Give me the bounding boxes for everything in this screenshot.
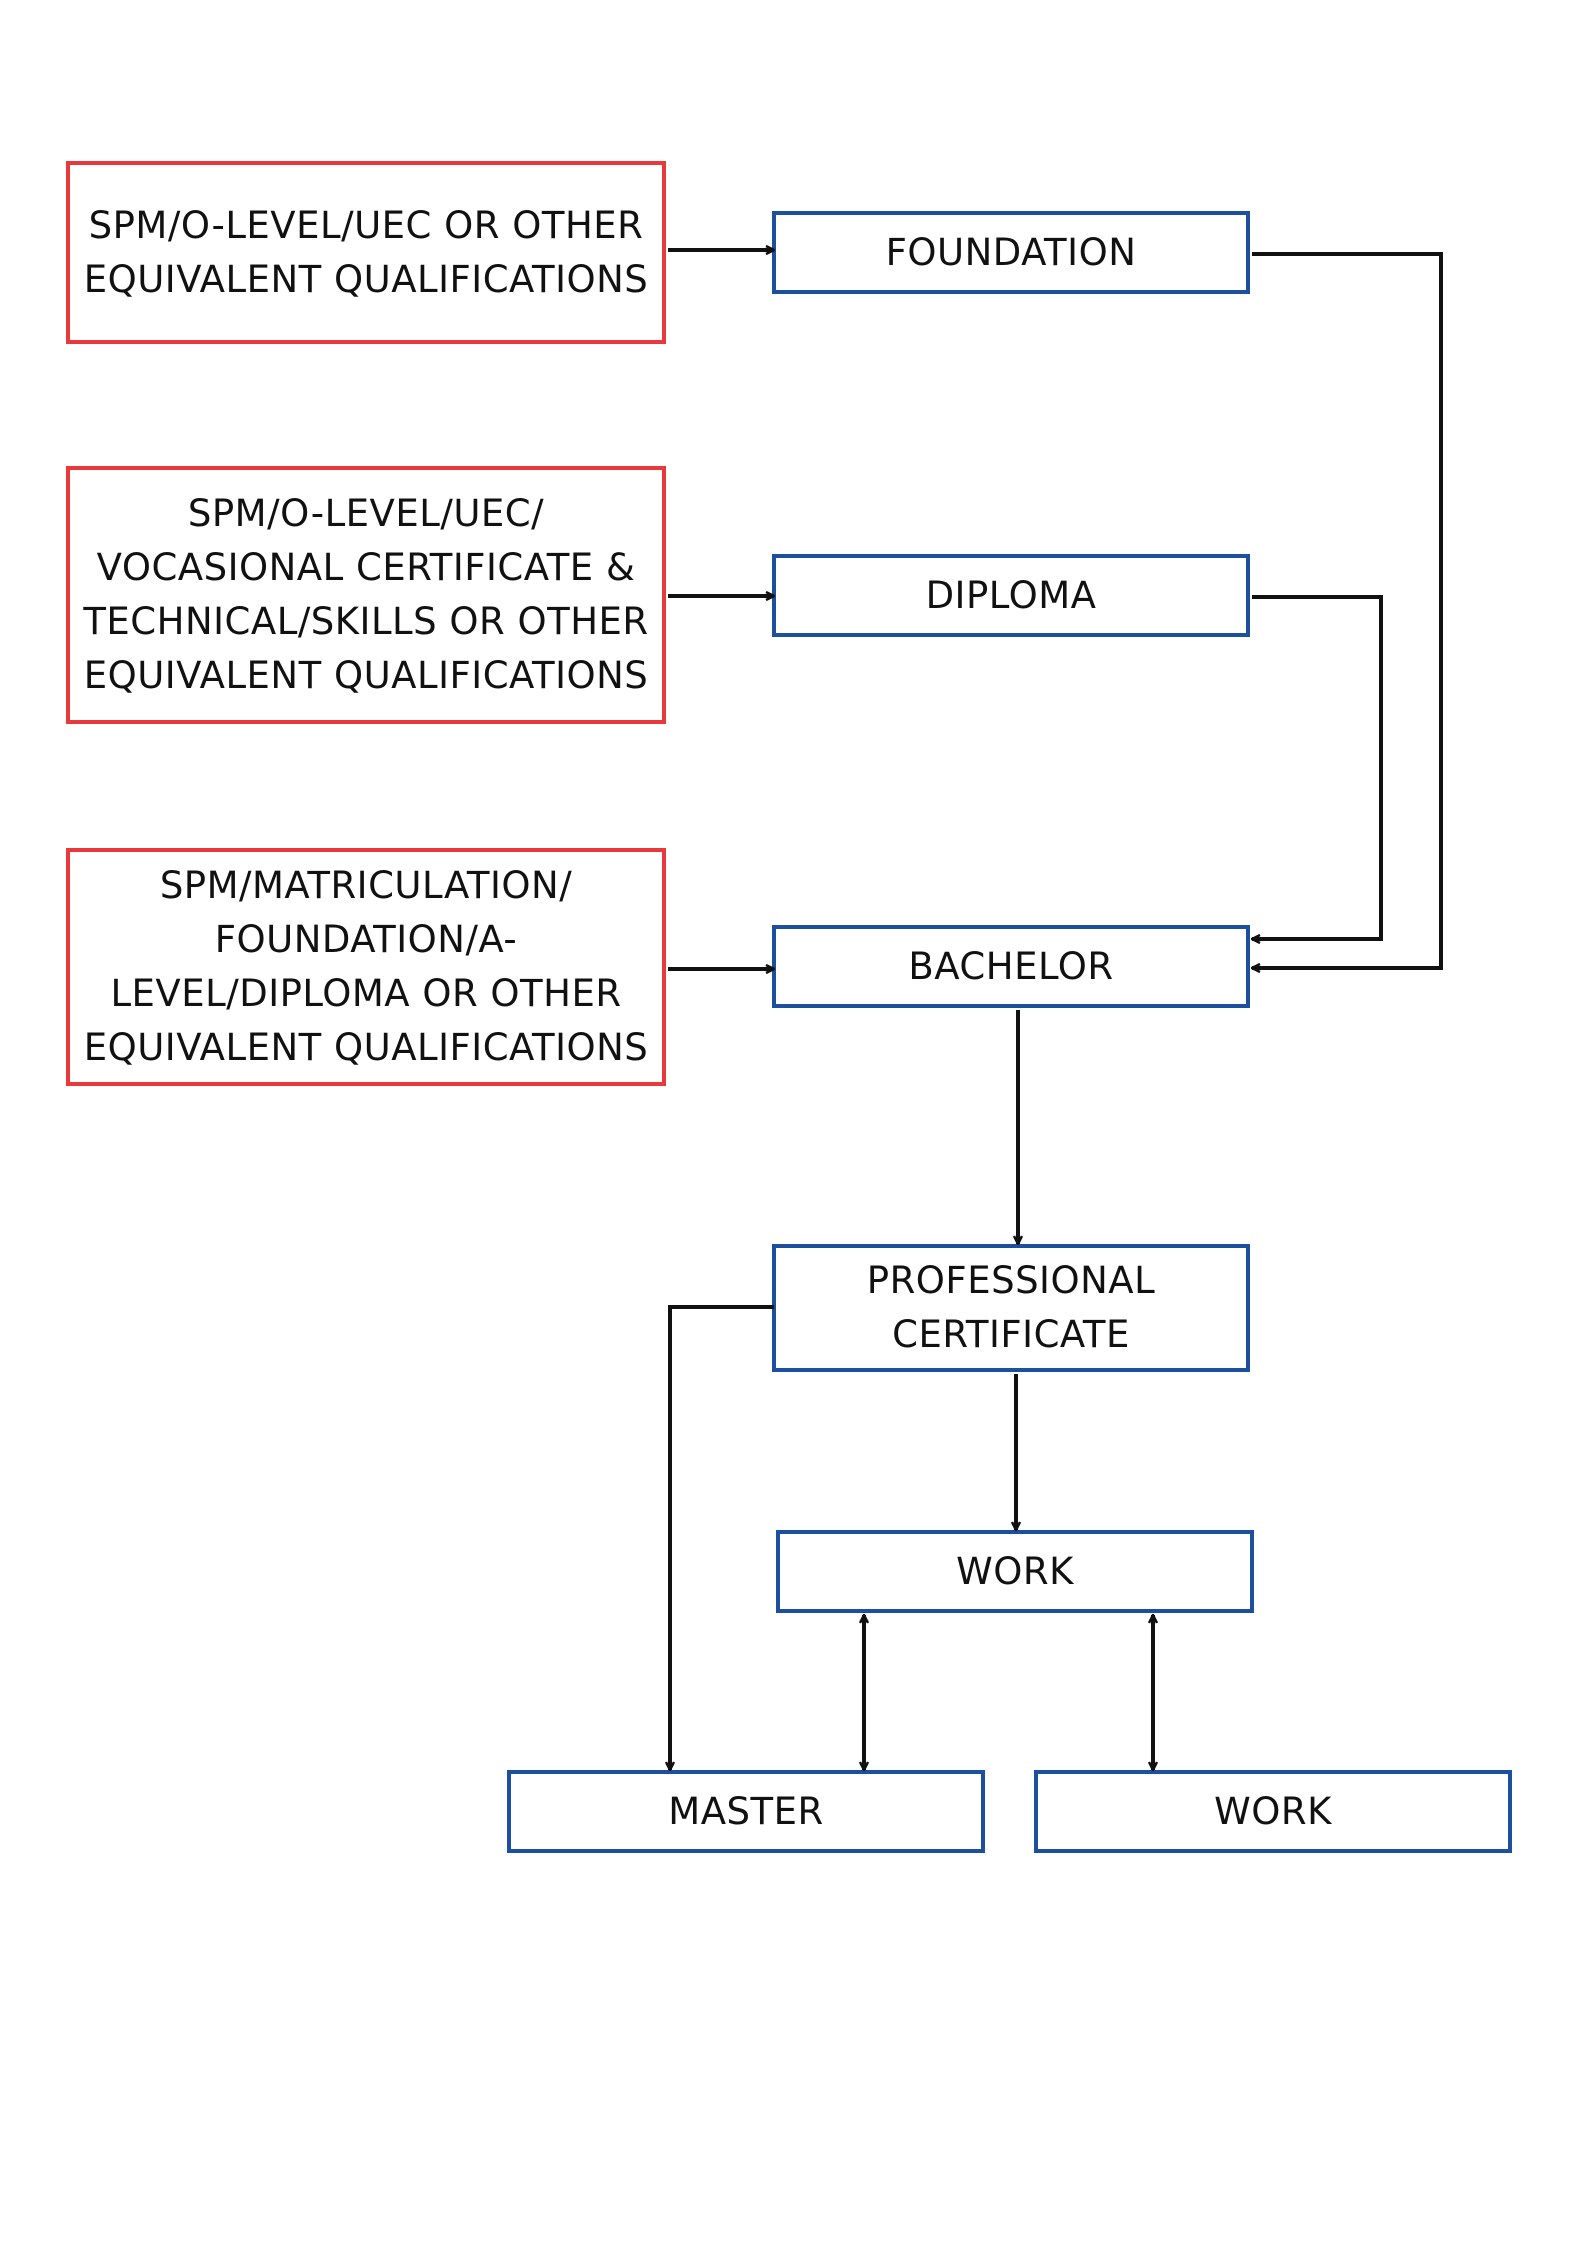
entry-box-foundation: SPM/O-LEVEL/UEC OR OTHER EQUIVALENT QUAL…: [66, 161, 666, 344]
stage-box-professional-certificate: PROFESSIONAL CERTIFICATE: [772, 1244, 1250, 1372]
stage-label-work-center: WORK: [956, 1549, 1074, 1593]
entry-label-bachelor: SPM/MATRICULATION/ FOUNDATION/A- LEVEL/D…: [83, 864, 649, 1069]
entry-box-diploma: SPM/O-LEVEL/UEC/ VOCASIONAL CERTIFICATE …: [66, 466, 666, 724]
stage-label-master: MASTER: [668, 1789, 824, 1833]
entry-label-diploma: SPM/O-LEVEL/UEC/ VOCASIONAL CERTIFICATE …: [83, 492, 649, 697]
stage-box-work-center: WORK: [776, 1530, 1254, 1613]
stage-label-professional-certificate: PROFESSIONAL CERTIFICATE: [866, 1259, 1156, 1356]
entry-label-foundation: SPM/O-LEVEL/UEC OR OTHER EQUIVALENT QUAL…: [83, 203, 649, 301]
stage-box-work-right: WORK: [1034, 1770, 1512, 1853]
stage-box-foundation: FOUNDATION: [772, 211, 1250, 294]
stage-label-foundation: FOUNDATION: [885, 230, 1137, 274]
arrow-foundation-to-bachelor: [1252, 252, 1443, 968]
stage-label-bachelor: BACHELOR: [908, 944, 1114, 988]
stage-label-work-right: WORK: [1214, 1789, 1332, 1833]
entry-box-bachelor: SPM/MATRICULATION/ FOUNDATION/A- LEVEL/D…: [66, 848, 666, 1086]
arrow-professional-to-master: [670, 1305, 774, 1770]
arrow-diploma-to-bachelor: [1252, 595, 1383, 939]
stage-box-master: MASTER: [507, 1770, 985, 1853]
stage-label-diploma: DIPLOMA: [925, 573, 1097, 617]
